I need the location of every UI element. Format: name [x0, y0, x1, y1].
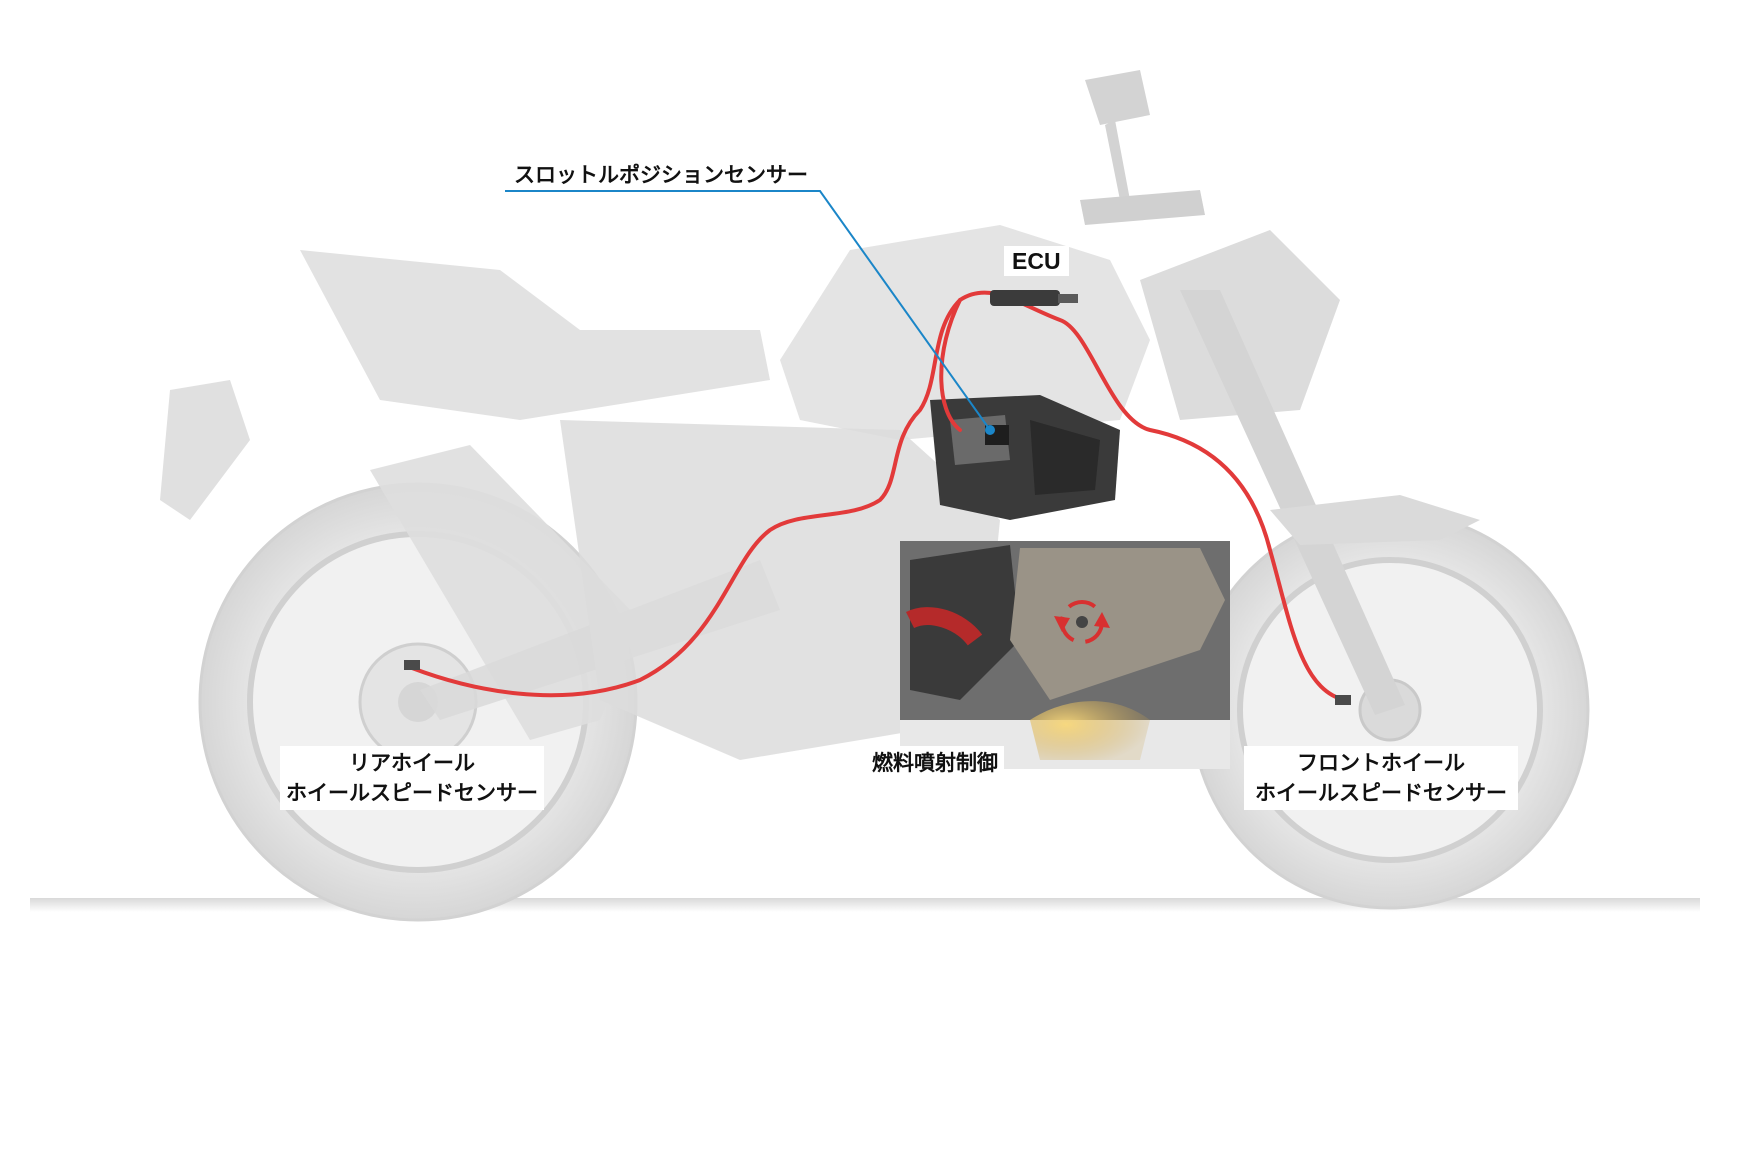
frame: [560, 420, 1000, 760]
ecu-unit: [990, 290, 1078, 306]
wiring-harness: [410, 290, 1347, 702]
rear-wheel-speed-sensor-label: リアホイール ホイールスピードセンサー: [280, 746, 544, 810]
rear-fender: [160, 380, 250, 520]
ecu-label: ECU: [1004, 246, 1069, 276]
rotation-arrows-icon: [1054, 600, 1110, 644]
headlight-shroud: [1140, 230, 1340, 420]
tail-section: [300, 250, 770, 420]
fuel-tank: [780, 225, 1150, 440]
front-fender: [1270, 495, 1480, 545]
tps-leader-dot: [985, 425, 995, 435]
front-wheel-speed-sensor-label: フロントホイール ホイールスピードセンサー: [1244, 746, 1518, 810]
handlebar: [1080, 190, 1205, 225]
tps-leader-line: [505, 190, 991, 431]
front-wheel-sensor: [1335, 695, 1351, 705]
fuel-injection-inset: [900, 541, 1230, 769]
throttle-body: [930, 395, 1120, 520]
rear-wheel-sensor: [404, 660, 420, 670]
front-fork: [1180, 290, 1405, 715]
throttle-position-sensor-label: スロットルポジションセンサー: [510, 160, 812, 190]
mirror: [1085, 70, 1150, 200]
fuel-injection-control-label: 燃料噴射制御: [866, 746, 1004, 780]
